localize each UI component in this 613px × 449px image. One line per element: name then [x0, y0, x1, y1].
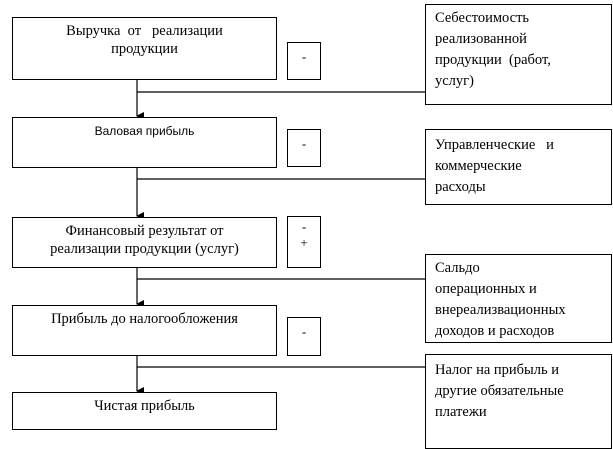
- operator-sign: -: [301, 324, 307, 339]
- operator-sign: -: [301, 219, 307, 234]
- adjustment-text: коммерческие: [435, 158, 522, 174]
- adjustment-text: продукции (работ,: [435, 52, 551, 68]
- step-text: Финансовый результат от: [65, 223, 224, 239]
- step-revenue: Выручка от реализации продукции: [12, 17, 277, 80]
- adjustment-text: услуг): [435, 73, 474, 89]
- adjustment-admin-selling: Управленческие и коммерческие расходы: [425, 129, 612, 205]
- operator-minus-2: -: [287, 129, 321, 167]
- step-pretax-profit: Прибыль до налогообложения: [12, 305, 277, 356]
- adjustment-text: расходы: [435, 179, 486, 195]
- adjustment-tax: Налог на прибыль и другие обязательные п…: [425, 354, 612, 449]
- adjustment-text: другие обязательные: [435, 383, 564, 399]
- operator-minus-4: -: [287, 317, 321, 356]
- adjustment-text: реализованной: [435, 31, 527, 47]
- step-net-profit: Чистая прибыль: [12, 392, 277, 430]
- step-text: реализации продукции (услуг): [50, 241, 239, 257]
- step-text: Прибыль до налогообложения: [51, 311, 238, 327]
- step-text: Валовая прибыль: [94, 124, 195, 138]
- adjustment-text: внереализвационных: [435, 302, 566, 318]
- adjustment-other-income: Сальдо операционных и внереализвационных…: [425, 254, 612, 343]
- step-text: Чистая прибыль: [94, 398, 195, 414]
- step-text: продукции: [111, 41, 178, 57]
- operator-sign: -: [301, 136, 307, 151]
- step-text: Выручка от реализации: [66, 23, 223, 39]
- operator-sign: -: [301, 49, 307, 64]
- adjustment-text: Себестоимость: [435, 10, 530, 26]
- operator-sign: +: [300, 235, 308, 250]
- adjustment-text: доходов и расходов: [435, 323, 555, 339]
- adjustment-text: Сальдо: [435, 260, 480, 276]
- adjustment-text: Управленческие и: [435, 137, 554, 153]
- operator-minus-1: -: [287, 42, 321, 80]
- step-sales-result: Финансовый результат от реализации проду…: [12, 217, 277, 268]
- step-gross-profit: Валовая прибыль: [12, 117, 277, 168]
- adjustment-cost-of-sales: Себестоимость реализованной продукции (р…: [425, 4, 612, 105]
- operator-plus-minus: - +: [287, 216, 321, 268]
- adjustment-text: Налог на прибыль и: [435, 362, 560, 378]
- adjustment-text: операционных и: [435, 281, 537, 297]
- adjustment-text: платежи: [435, 404, 487, 420]
